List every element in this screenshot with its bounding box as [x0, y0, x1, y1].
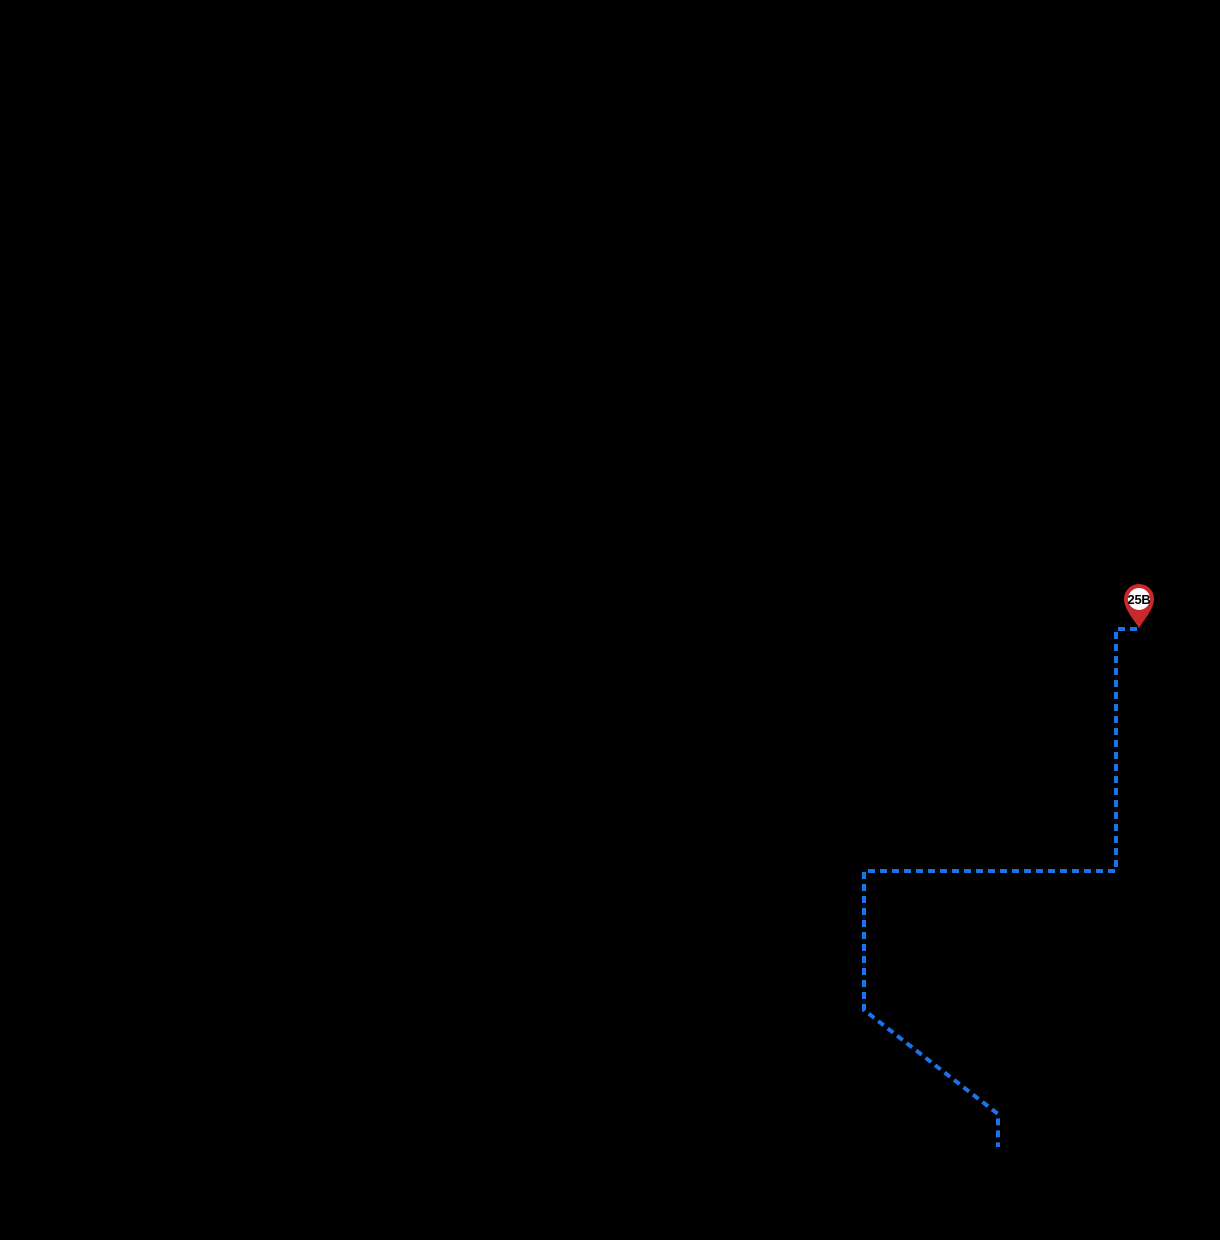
pin-label: 25B — [1128, 592, 1151, 607]
pin-label-background — [1128, 588, 1150, 610]
route-path — [862, 627, 1137, 1147]
destination-marker[interactable]: 25B — [1124, 584, 1154, 628]
